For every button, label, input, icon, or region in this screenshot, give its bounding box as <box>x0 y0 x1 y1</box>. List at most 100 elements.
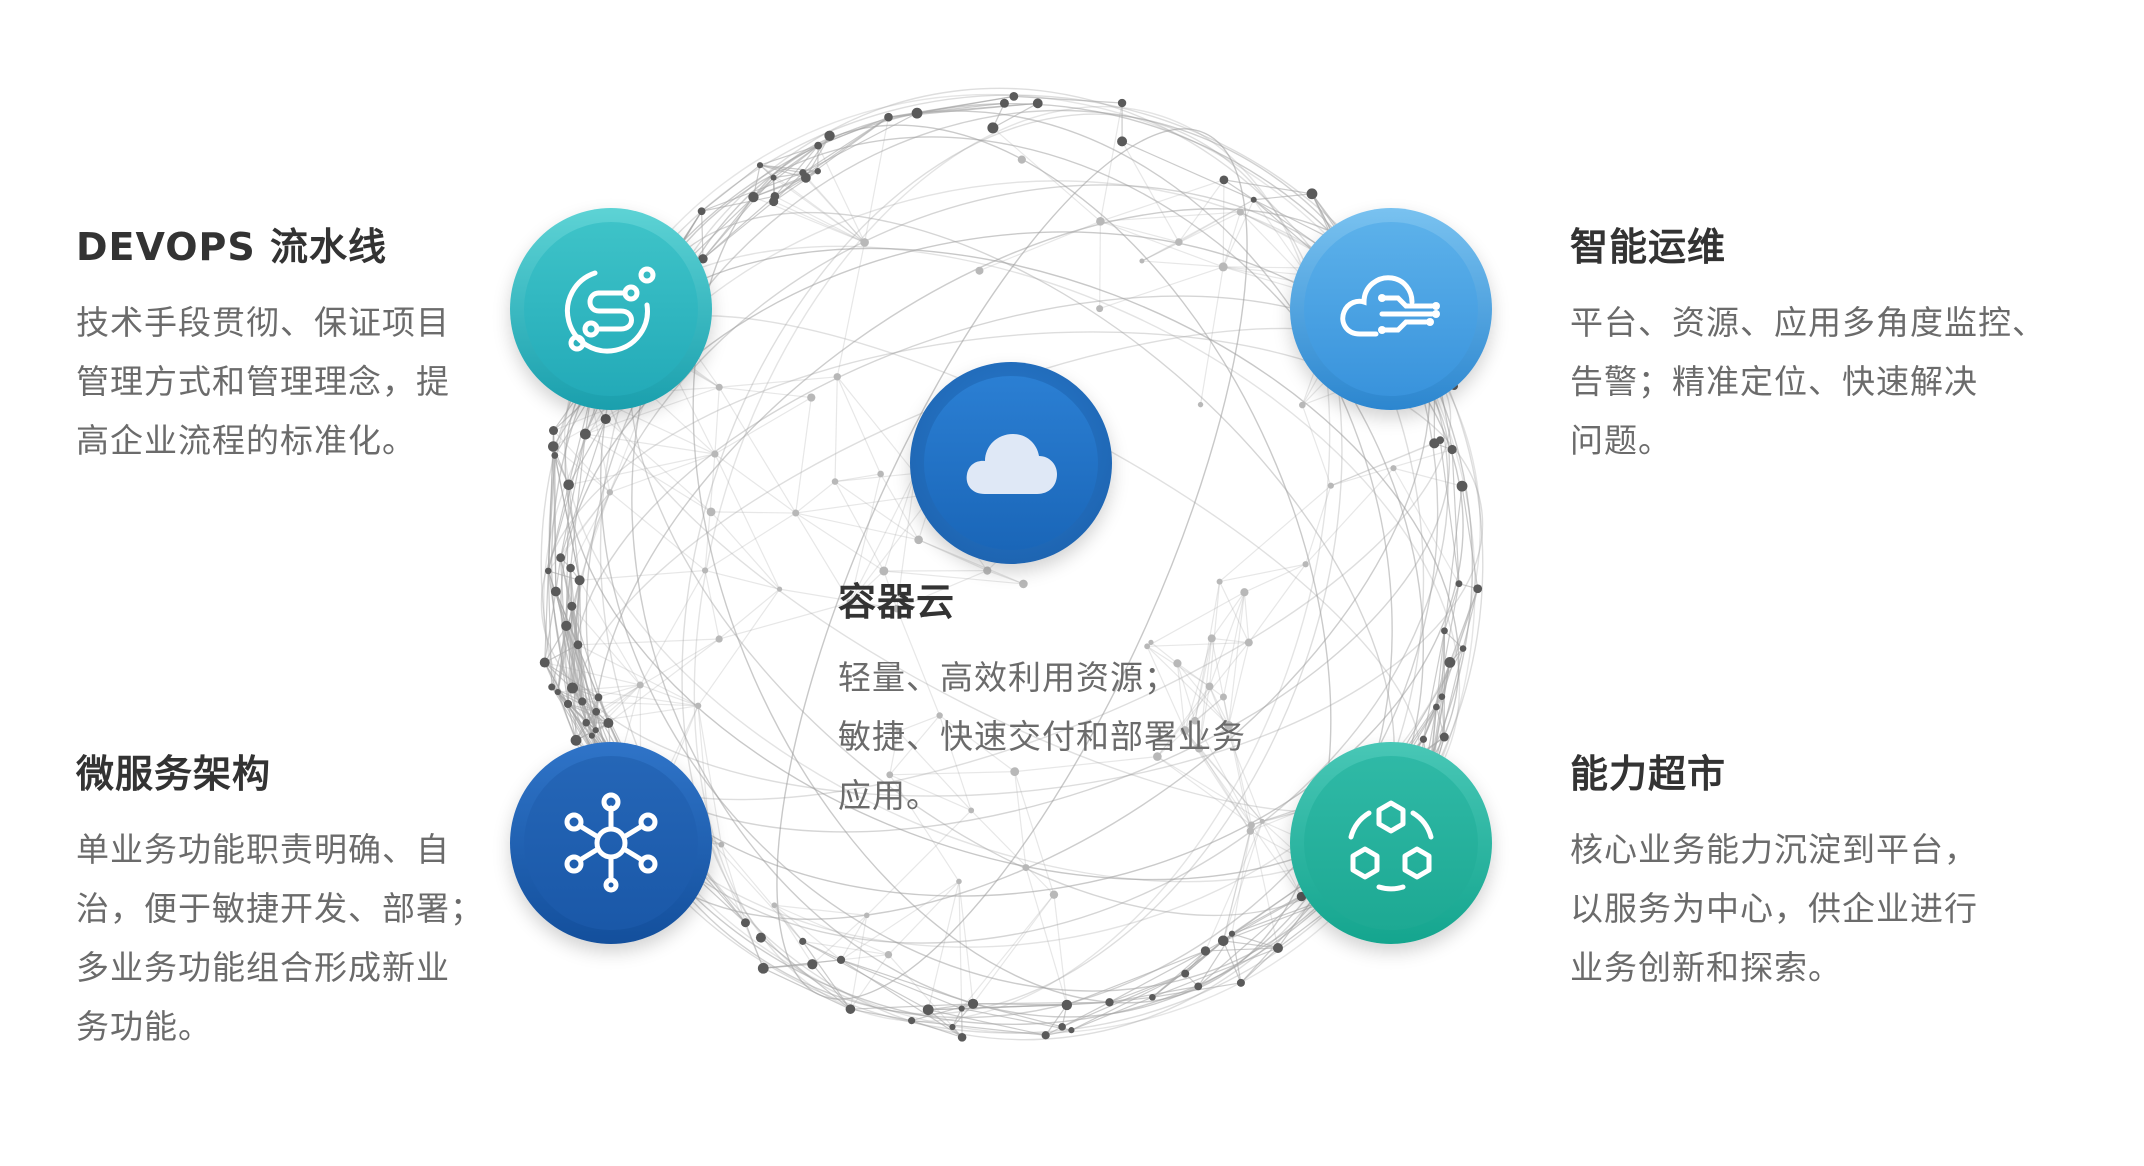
mesh-line <box>544 625 567 663</box>
mesh-node <box>957 1032 967 1042</box>
mesh-line <box>1156 642 1250 757</box>
mesh-line <box>1208 592 1245 687</box>
mesh-line <box>773 200 865 243</box>
mesh-line <box>889 731 899 775</box>
mesh-line <box>568 453 716 486</box>
mesh-line <box>927 881 960 1010</box>
mesh-line <box>1198 748 1251 832</box>
mesh-node <box>1218 262 1228 272</box>
mesh-arc <box>631 110 1393 1018</box>
mesh-node <box>895 728 901 735</box>
mesh-line <box>1141 241 1180 262</box>
mesh-node <box>592 727 599 734</box>
mesh-node <box>551 452 559 459</box>
mesh-line <box>1194 638 1213 721</box>
mesh-line <box>896 570 988 610</box>
mesh-line <box>1244 563 1306 593</box>
mesh-line <box>1443 583 1460 631</box>
mesh-line <box>1141 199 1254 262</box>
mesh-node <box>1061 999 1073 1011</box>
mesh-node <box>539 657 550 668</box>
mesh-line <box>1146 591 1245 647</box>
mesh-line <box>1150 641 1178 664</box>
mesh-node <box>1207 634 1216 643</box>
mesh-line <box>1222 199 1255 268</box>
mesh-line <box>850 1008 912 1022</box>
mesh-line <box>718 386 797 514</box>
mesh-line <box>1198 638 1213 749</box>
market-badge <box>1290 742 1492 944</box>
mesh-line <box>958 881 974 1004</box>
mesh-line <box>1222 830 1251 941</box>
mesh-line <box>802 941 851 1010</box>
mesh-line <box>795 481 836 514</box>
mesh-node <box>1259 818 1265 824</box>
mesh-line <box>864 117 890 243</box>
mesh-line <box>849 473 916 603</box>
mesh-line <box>1157 756 1252 826</box>
mesh-line <box>1223 179 1313 195</box>
mesh-node <box>914 535 923 545</box>
mesh-node <box>1019 579 1028 589</box>
mesh-line <box>714 453 781 590</box>
mesh-line <box>1228 642 1250 726</box>
mesh-node <box>884 950 893 959</box>
mesh-line <box>1240 947 1279 984</box>
mesh-line <box>1441 588 1479 697</box>
mesh-line <box>795 397 812 514</box>
mesh-line <box>795 512 851 603</box>
mesh-line <box>704 512 797 571</box>
mesh-line <box>889 774 960 882</box>
mesh-node <box>715 383 723 391</box>
mesh-line <box>939 715 1016 773</box>
mesh-line <box>1121 141 1180 243</box>
mesh-line <box>1014 771 1055 895</box>
mesh-node <box>792 509 800 517</box>
mesh-line <box>1443 486 1463 631</box>
market-text-block: 能力超市 核心业务能力沉淀到平台， 以服务为中心，供企业进行 业务创新和探索。 <box>1570 752 2050 997</box>
mesh-node <box>701 567 709 574</box>
mesh-line <box>992 127 1101 222</box>
mesh-line <box>1061 973 1186 1028</box>
mesh-line <box>647 392 716 455</box>
mesh-line <box>759 164 818 172</box>
mesh-line <box>718 588 780 640</box>
mesh-line <box>1250 824 1279 949</box>
mesh-line <box>866 810 972 916</box>
mesh-line <box>951 1008 963 1028</box>
mesh-line <box>577 644 699 707</box>
mesh-line <box>571 605 641 686</box>
mesh-node <box>1205 682 1214 691</box>
mesh-line <box>773 177 865 243</box>
mesh-line <box>547 433 586 572</box>
mesh-line <box>1209 686 1263 822</box>
mesh-line <box>1099 266 1224 310</box>
mesh-line <box>1222 940 1242 984</box>
mesh-line <box>744 922 764 969</box>
mesh-node <box>757 962 769 974</box>
mesh-line <box>1248 563 1307 643</box>
mesh-node <box>949 1023 956 1031</box>
mesh-node <box>1244 638 1253 647</box>
mesh-node <box>776 586 783 592</box>
mesh-line <box>918 539 1024 585</box>
mesh-line <box>585 433 716 455</box>
mesh-line <box>1100 179 1225 222</box>
mesh-line <box>849 473 882 603</box>
mesh-node <box>715 635 723 643</box>
mesh-line <box>702 195 776 260</box>
mesh-line <box>1184 686 1211 731</box>
mesh-node <box>1299 401 1306 409</box>
mesh-node <box>1306 188 1318 200</box>
mesh-line <box>701 195 775 212</box>
mesh-line <box>551 580 581 688</box>
mesh-line <box>805 177 866 243</box>
mesh-arc <box>776 128 1248 1000</box>
mesh-node <box>1148 639 1154 645</box>
mesh-line <box>897 714 940 733</box>
mesh-node <box>1224 720 1234 730</box>
mesh-node <box>574 575 585 586</box>
mesh-node <box>1181 969 1190 978</box>
mesh-line <box>918 539 988 572</box>
mesh-line <box>547 484 570 572</box>
